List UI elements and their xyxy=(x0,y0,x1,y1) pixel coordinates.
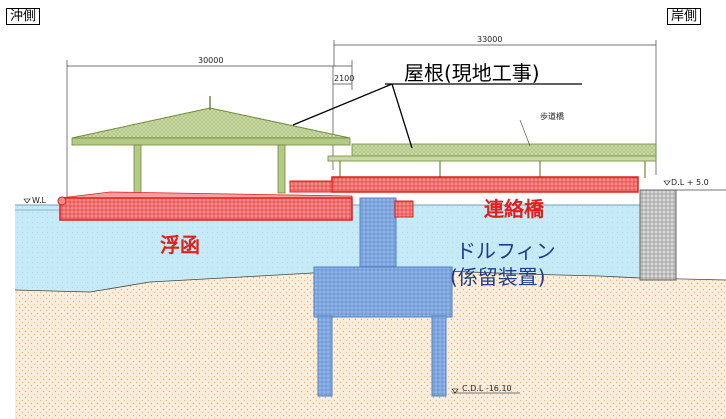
water-level-label: W.L xyxy=(32,196,46,205)
bridge-label: 連絡橋 xyxy=(484,197,544,221)
walkway-roof xyxy=(327,143,657,178)
quay-wall xyxy=(639,189,677,281)
roof-label: 屋根(現地工事) xyxy=(404,61,540,85)
cdl-level-label: C.D.L -16.10 xyxy=(462,384,512,393)
water-area xyxy=(15,205,640,292)
dolphin-mooring xyxy=(313,197,453,397)
pontoon-deck xyxy=(59,191,353,199)
dimension-gap-value: 2100 xyxy=(334,74,355,83)
dolphin-label-line1: ドルフィン xyxy=(456,239,556,263)
dimension-left xyxy=(66,60,353,200)
dimension-right-value: 33000 xyxy=(477,35,503,44)
pontoon-label: 浮函 xyxy=(160,233,200,257)
walkway-label: 歩道橋 xyxy=(540,112,564,121)
connecting-bridge xyxy=(331,176,639,193)
dimension-left-value: 30000 xyxy=(198,56,224,65)
pontoon-body xyxy=(59,197,353,221)
fender-icon xyxy=(57,196,67,206)
seabed-soil xyxy=(15,270,726,419)
roof-leader-lines xyxy=(292,83,582,149)
dolphin-label-line2: (係留装置) xyxy=(450,265,546,289)
offshore-side-label: 沖側 xyxy=(6,8,41,25)
roof-structure xyxy=(71,96,351,194)
dl-level-label: D.L + 5.0 xyxy=(671,178,709,187)
shore-side-label: 岸側 xyxy=(667,8,702,25)
